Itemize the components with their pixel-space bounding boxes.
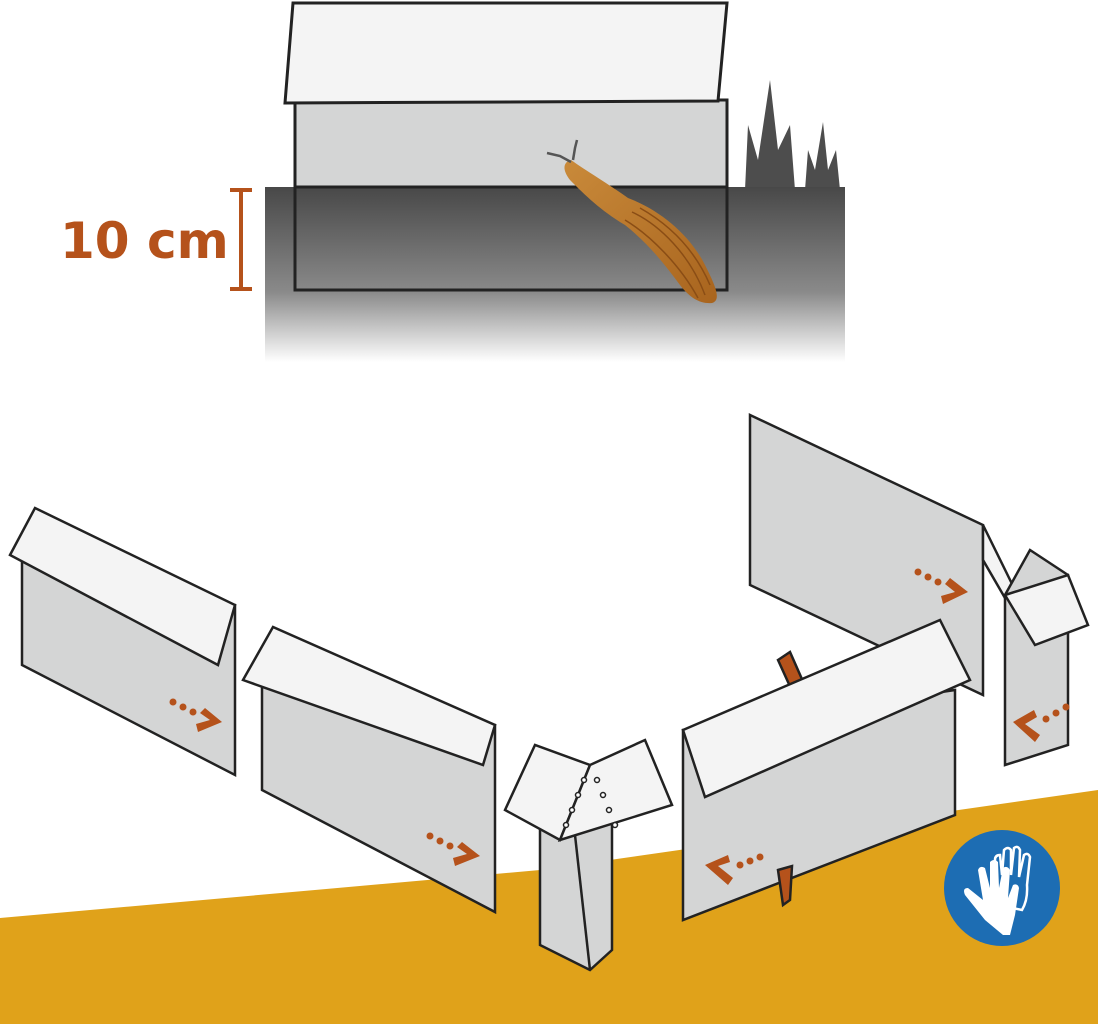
fence-panel-above-ground [293, 98, 729, 192]
direction-arrow-icon [705, 853, 764, 885]
direction-arrows [169, 568, 1070, 885]
cross-section: 10 cm [60, 1, 845, 362]
direction-arrow-icon [426, 832, 480, 866]
direction-arrow-icon [1013, 703, 1070, 742]
fence-panel-buried [293, 185, 729, 292]
direction-arrow-icon [169, 698, 222, 732]
fence-panel-back [748, 413, 1017, 697]
measurement-bar [230, 188, 252, 291]
fence-panel-middle [241, 625, 497, 915]
fence-panel-left [8, 506, 237, 778]
safety-gloves-icon [944, 830, 1060, 946]
fence-corner-right [1003, 548, 1090, 767]
slug-icon [546, 139, 717, 304]
direction-arrow-icon [914, 568, 968, 604]
fence-flap [283, 1, 729, 105]
fence-corner-post [503, 738, 674, 972]
grass-icon [745, 80, 840, 190]
soil [265, 187, 845, 362]
measurement-label: 10 cm [60, 212, 229, 270]
